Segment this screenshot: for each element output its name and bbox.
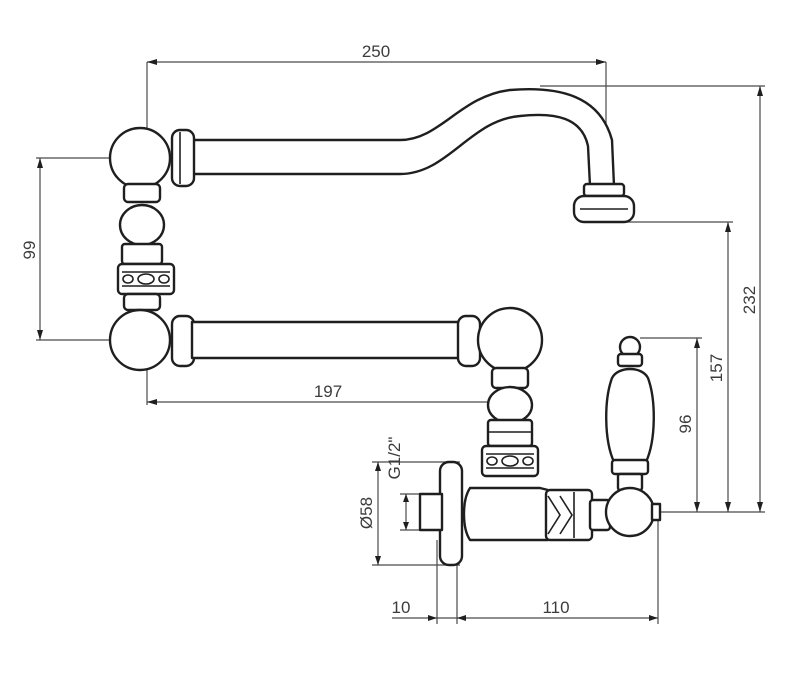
dim-arm-spacing: 99 [20,241,39,260]
dim-overall-height: 232 [740,286,759,314]
dim-flange-thickness: 10 [392,598,411,617]
dimension-lines [36,59,765,624]
inlet-thread [418,492,444,532]
body-decor-band [480,444,540,478]
upper-spout-arm [188,88,616,188]
column-decor-band [116,262,176,296]
upper-joint-ball [108,126,172,190]
valve-bonnet [544,488,594,542]
dim-lever-height: 96 [676,415,695,434]
column-bead [118,203,166,247]
lower-right-joint-ball [476,306,544,374]
dim-body-depth: 110 [542,598,569,617]
wall-flange [438,460,464,567]
lever-handle [605,367,655,464]
dim-spout-outlet-height: 157 [707,354,726,382]
column-collar-mid [120,242,164,266]
valve-body [462,486,550,542]
aerator-ring-top [582,182,626,198]
upper-collar [170,128,196,188]
dim-flange-diameter: Ø58 [357,497,376,529]
dim-thread-size: G1/2" [385,437,404,480]
dim-lower-arm-reach: 197 [314,382,342,401]
column-collar-top [122,182,162,204]
lower-joint-ball [108,308,172,372]
dim-overall-reach: 250 [362,42,390,61]
lever-hub [604,486,656,538]
lower-arm [190,320,462,360]
column-collar-bottom [122,292,162,312]
